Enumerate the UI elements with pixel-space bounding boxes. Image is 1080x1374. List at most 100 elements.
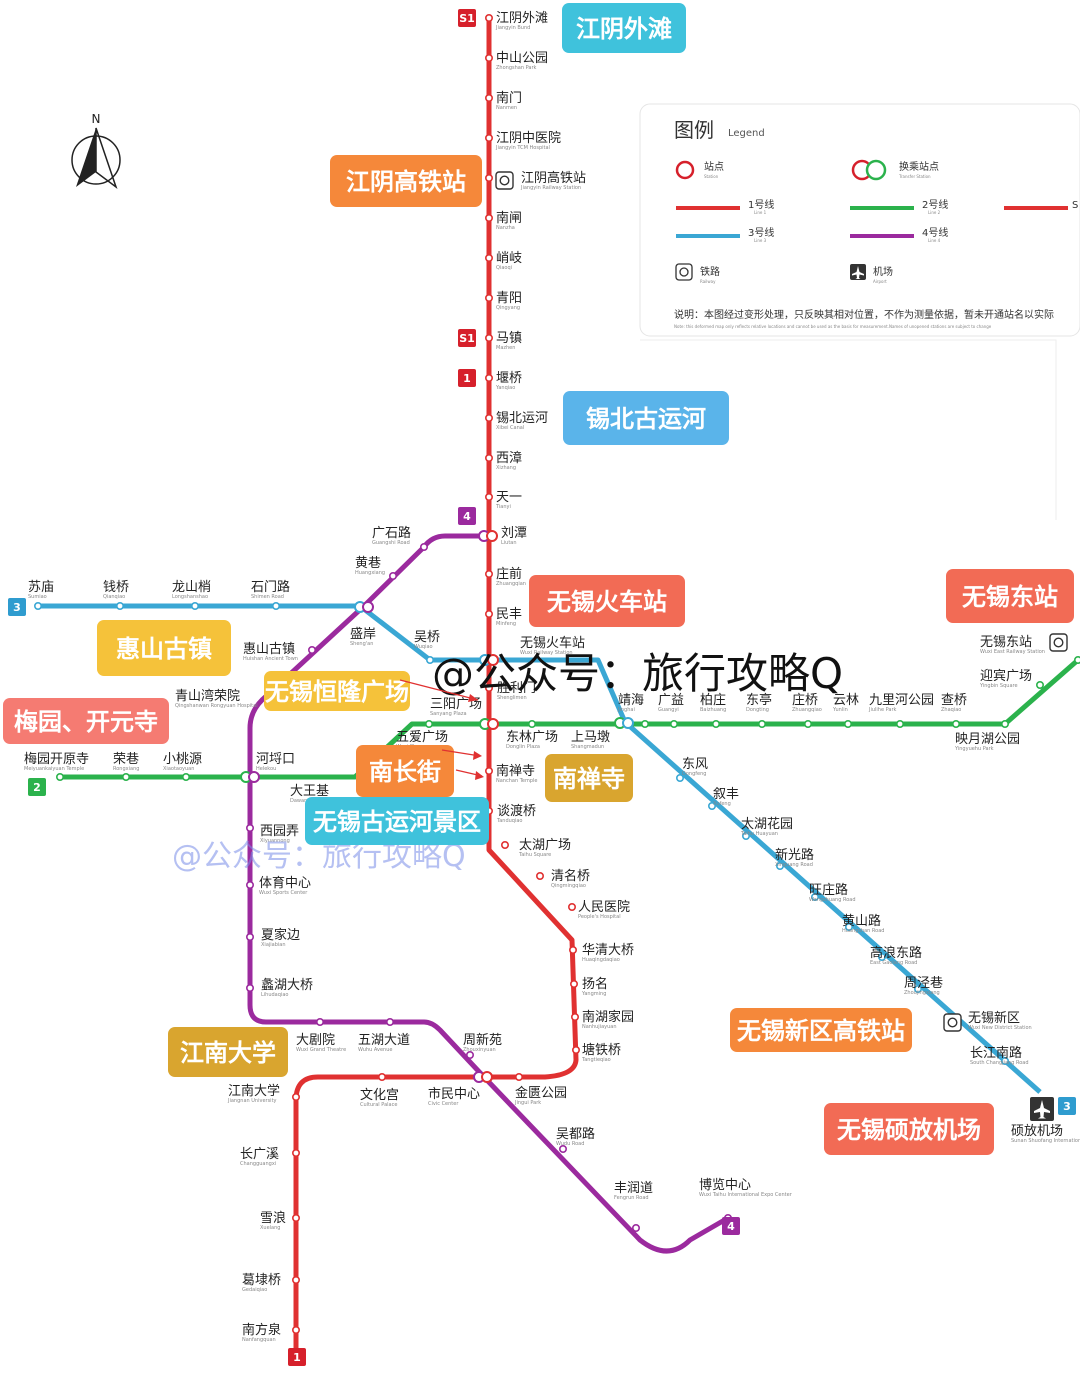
attraction-callout[interactable]: 无锡古运河景区 (305, 797, 489, 845)
station-dot[interactable] (527, 719, 536, 728)
station-dot[interactable] (895, 719, 904, 728)
station-dot[interactable] (567, 902, 576, 911)
attraction-callout[interactable]: 无锡硕放机场 (824, 1103, 994, 1155)
station-dot[interactable] (535, 871, 544, 880)
station-dot[interactable] (810, 892, 819, 901)
station-dot[interactable] (844, 922, 853, 931)
station-dot[interactable] (424, 719, 433, 728)
station-dot[interactable] (291, 1326, 300, 1335)
station-dot[interactable] (385, 1017, 394, 1026)
station-dot[interactable] (1074, 656, 1080, 664)
station-dot[interactable] (122, 772, 131, 781)
transfer-liutan[interactable] (478, 530, 498, 542)
transfer-shimen[interactable] (354, 601, 374, 613)
transfer-sanyang[interactable] (479, 718, 499, 730)
attraction-callout[interactable]: 江阴外滩 (562, 3, 686, 53)
station-dot[interactable] (291, 1149, 300, 1158)
station-dot[interactable] (484, 569, 493, 578)
transfer-civic-center[interactable] (473, 1071, 493, 1083)
attraction-callout[interactable]: 江阴高铁站 (330, 155, 482, 207)
station-dot[interactable] (484, 413, 493, 422)
station-dot[interactable] (1000, 719, 1009, 728)
station-dot[interactable] (33, 601, 42, 610)
station-dot[interactable] (741, 831, 750, 840)
station-dot[interactable] (571, 1046, 580, 1055)
attraction-callout[interactable]: 无锡新区高铁站 (730, 1008, 912, 1052)
station-dot[interactable] (640, 719, 649, 728)
station-dot[interactable] (484, 214, 493, 223)
station-dot[interactable] (568, 945, 577, 954)
station-dot[interactable] (291, 1276, 300, 1285)
attraction-callout[interactable]: 梅园、开元寺 (3, 698, 169, 744)
station-dot[interactable] (1036, 680, 1045, 689)
station-dot[interactable] (514, 1073, 523, 1082)
station-dot[interactable] (484, 293, 493, 302)
station-dot[interactable] (191, 601, 200, 610)
attraction-callout[interactable]: 南禅寺 (545, 754, 633, 802)
station-dot[interactable] (484, 14, 493, 23)
attraction-callout[interactable]: 惠山古镇 (97, 620, 231, 676)
station-dot[interactable] (913, 984, 922, 993)
attraction-callout[interactable]: 无锡恒隆广场 (264, 671, 410, 711)
station-dot[interactable] (669, 719, 678, 728)
station-dot[interactable] (271, 601, 280, 610)
station-dot[interactable] (55, 772, 64, 781)
station-dot[interactable] (484, 333, 493, 342)
station-dot[interactable] (558, 1145, 567, 1154)
station-dot[interactable] (484, 53, 493, 62)
station-dot[interactable] (484, 683, 493, 692)
station-dot[interactable] (246, 880, 255, 889)
station-dot[interactable] (675, 773, 684, 782)
station-dot[interactable] (307, 645, 316, 654)
station-dot[interactable] (484, 134, 493, 143)
